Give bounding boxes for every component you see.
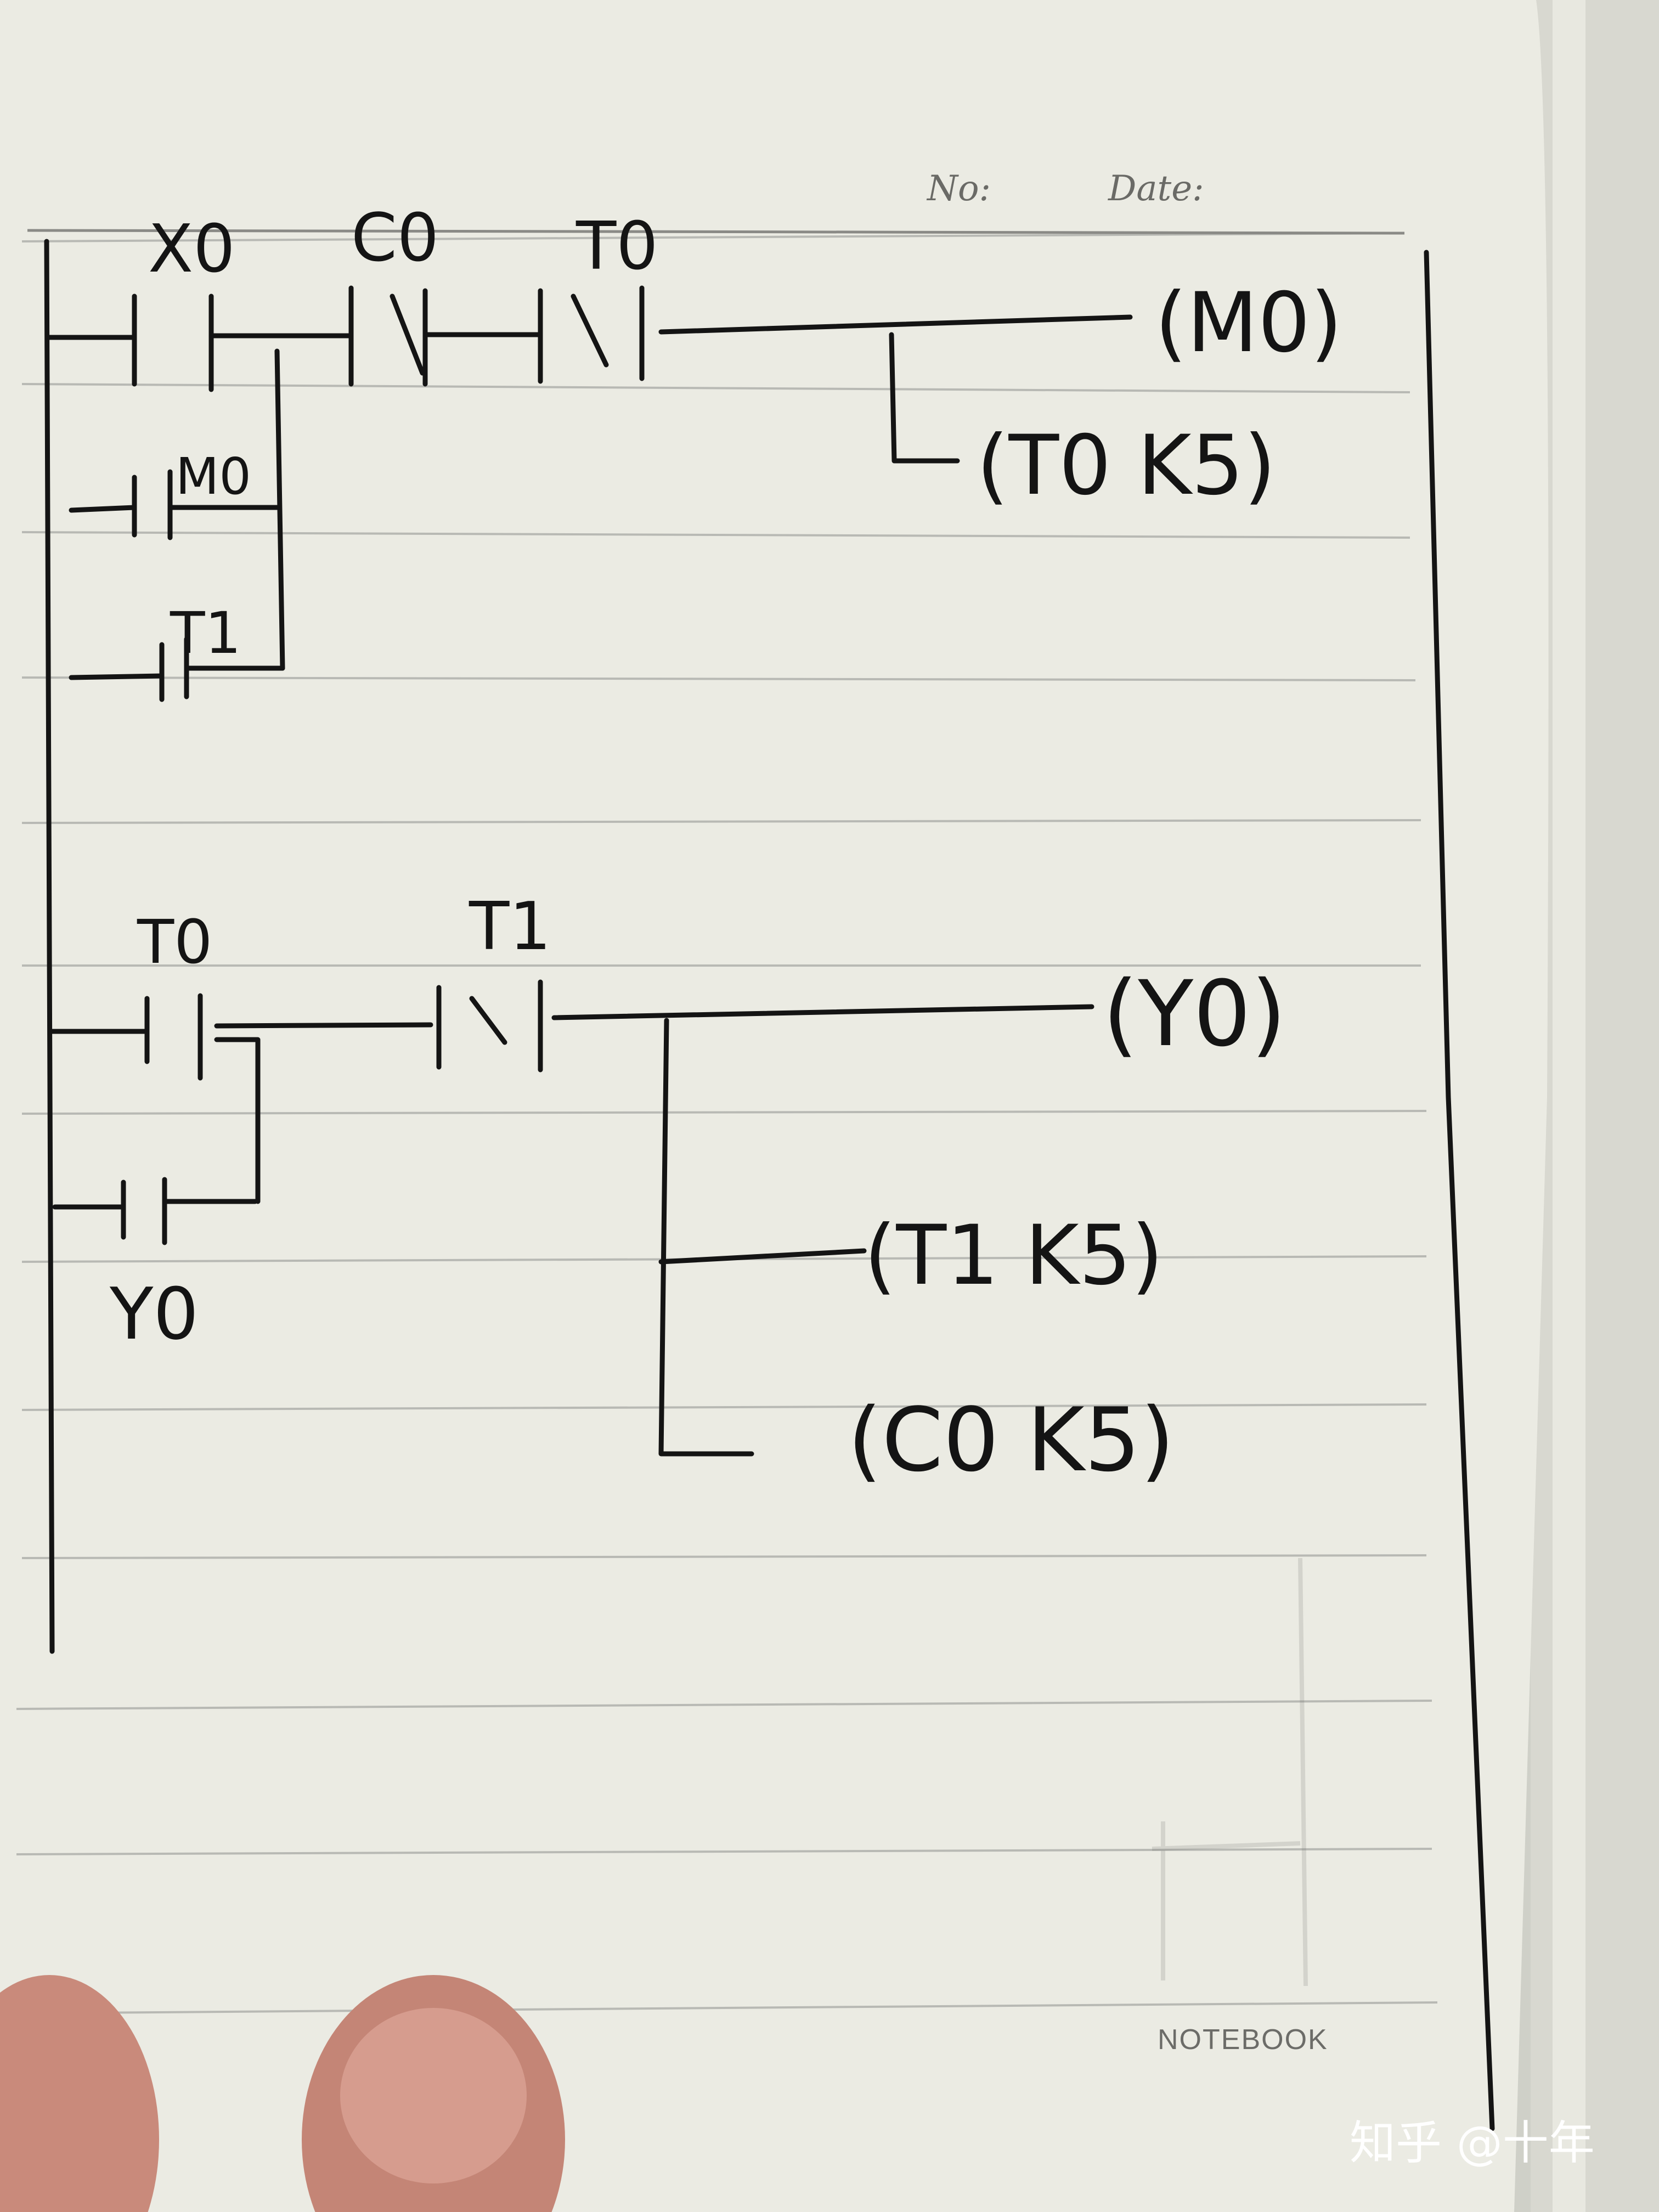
watermark: 知乎 @十年 xyxy=(1350,2116,1595,2170)
notebook-page xyxy=(0,0,1549,2212)
label-t1: T1 xyxy=(170,600,241,667)
right-power-rail xyxy=(1424,250,1495,2131)
rung2-wire-b xyxy=(214,1022,433,1029)
contact-t1-nc xyxy=(436,979,543,1073)
label-rung2-t0: T0 xyxy=(137,907,212,977)
finger-left xyxy=(0,1975,159,2212)
rung2-branch-t1 xyxy=(658,1248,867,1265)
coil-t0-k5: (T0 K5) xyxy=(977,418,1276,514)
ladder-diagram: X0 C0 T0 M0 T1 (M0) (T0 K5) T0 T1 Y0 (Y0… xyxy=(44,200,1495,2131)
rung2-branch-vertical xyxy=(658,1018,754,1457)
label-m0: M0 xyxy=(176,447,251,506)
notebook-brand: NOTEBOOK xyxy=(1158,2024,1328,2056)
rung-2 xyxy=(49,979,1094,1457)
contact-y0 xyxy=(52,1037,261,1245)
book-edge-highlight xyxy=(1553,0,1585,2212)
contact-m0 xyxy=(69,469,280,540)
rung-1 xyxy=(47,285,1133,702)
coil-c0-k5: (C0 K5) xyxy=(848,1389,1175,1491)
ruled-lines xyxy=(10,232,1438,2015)
fingers xyxy=(0,1975,565,2212)
label-c0: C0 xyxy=(351,200,439,276)
coil-y0: (Y0) xyxy=(1103,961,1286,1066)
label-rung2-y0: Y0 xyxy=(109,1272,199,1356)
header-rule xyxy=(27,229,1405,235)
contact-c0-nc xyxy=(348,285,428,387)
rung2-wire-c xyxy=(551,1004,1094,1020)
label-rung2-t1: T1 xyxy=(469,889,551,965)
label-t0: T0 xyxy=(575,208,658,285)
coil-m0: (M0) xyxy=(1155,275,1342,371)
contact-t0-nc xyxy=(538,285,645,384)
bleed-through xyxy=(1152,1558,1308,1987)
contact-t0-no xyxy=(144,993,203,1081)
book-edge xyxy=(1531,0,1659,2212)
no-label: No: xyxy=(926,168,991,209)
rung1-branch-vertical xyxy=(274,348,285,671)
fingernail xyxy=(340,2008,527,2183)
date-label: Date: xyxy=(1108,168,1204,209)
label-x0: X0 xyxy=(148,211,235,287)
contact-t1 xyxy=(69,636,285,702)
rung1-wire-d xyxy=(658,314,1133,335)
coil-t1-k5: (T1 K5) xyxy=(864,1208,1164,1304)
rung1-branch-t0-coil xyxy=(889,332,960,464)
left-power-rail xyxy=(44,239,55,1654)
